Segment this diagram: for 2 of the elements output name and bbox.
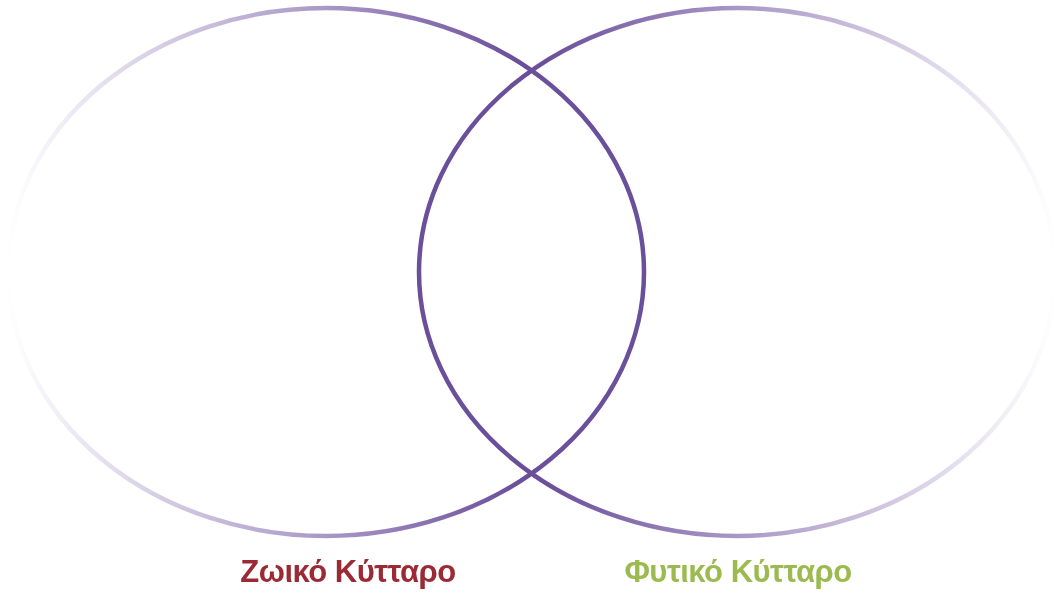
set-label: Φυτικό Κύτταρο bbox=[624, 553, 852, 591]
set-label: Ζωικό Κύτταρο bbox=[240, 553, 456, 591]
